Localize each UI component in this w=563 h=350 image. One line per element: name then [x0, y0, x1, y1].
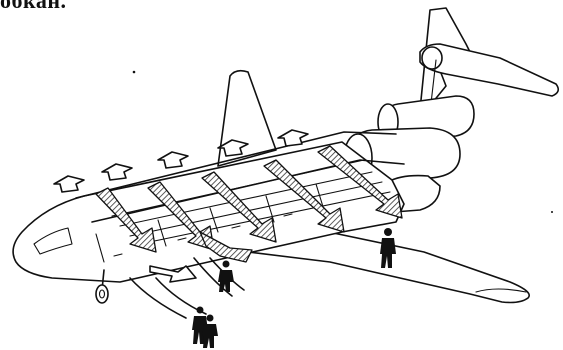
scan-speck — [551, 211, 553, 213]
tail-assembly — [420, 8, 558, 112]
scan-speck — [133, 71, 136, 74]
person-figure — [218, 261, 234, 293]
